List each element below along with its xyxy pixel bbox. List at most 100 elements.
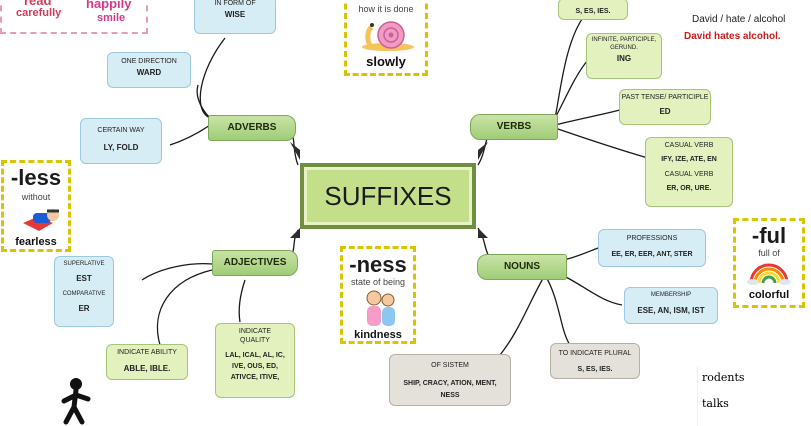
noun-sistem-caption: OF SISTEM <box>431 362 469 369</box>
adjective-able-caption: INDICATE ABILITY <box>117 349 177 356</box>
noun-sistem-value: SHIP, CRACY, ATION, MENT, NESS <box>403 380 497 399</box>
wedge-top-left <box>290 142 300 160</box>
adjective-est-value: EST <box>76 274 92 284</box>
wedge-bottom-left <box>290 228 300 238</box>
adjective-er-value: ER <box>78 303 90 313</box>
adverb-ly-value: LY, FOLD <box>103 143 139 153</box>
word-list: rodents talks <box>697 366 759 426</box>
adverb-box-wise: IN FORM OF WISE <box>194 0 276 34</box>
card-slowly-caption: how it is done <box>358 4 414 14</box>
connector-nouns-sistem <box>499 274 546 356</box>
verb-casual-caption: CASUAL VERB <box>664 142 714 149</box>
connector-verbs-ing <box>554 59 589 119</box>
connector-verbs-ed <box>554 109 621 126</box>
verb-box-casual: CASUAL VERB IFY, IZE, ATE, EN CASUAL VER… <box>645 137 733 207</box>
noun-membership-caption: MEMBERSHIP <box>650 292 692 298</box>
card-ness-suffix: -ness <box>349 252 407 277</box>
verb-ing-caption: INFINITE, PARTICIPLE, GERUND. <box>591 37 657 52</box>
adverb-ward-caption: ONE DIRECTION <box>121 58 177 65</box>
superhero-icon <box>23 209 59 231</box>
adjective-quality-caption: INDICATE QUALITY <box>238 328 272 345</box>
adverb-box-ly: CERTAIN WAY LY, FOLD <box>80 118 162 164</box>
card-read-carefully: read carefully happily smile <box>0 0 148 34</box>
connector-adj-est <box>141 262 213 281</box>
adverb-wise-value: WISE <box>224 10 246 20</box>
connector-adj-able <box>156 269 213 346</box>
card-ness-word: kindness <box>354 329 402 341</box>
noun-box-plural: TO INDICATE PLURAL S, ES, IES. <box>550 343 640 379</box>
connector-nouns-plural <box>544 274 571 346</box>
verb-ed-caption: PAST TENSE/ PARTICIPLE <box>621 94 709 101</box>
card-read-line1: read <box>24 0 52 8</box>
noun-professions-value: EE, ER, EER, ANT, STER <box>611 251 693 259</box>
card-less-word: fearless <box>15 236 57 248</box>
running-figure-icon <box>61 378 91 425</box>
snail-icon <box>362 21 414 51</box>
noun-box-sistem: OF SISTEM SHIP, CRACY, ATION, MENT, NESS <box>389 354 511 406</box>
card-ful: -ful full of colorful <box>733 218 805 308</box>
noun-membership-value: ESE, AN, ISM, IST <box>637 306 705 316</box>
example-sentence: David / hate / alcohol <box>692 14 786 25</box>
adjective-er-caption: COMPARATIVE <box>62 290 106 297</box>
word-list-item-1: talks <box>702 397 729 410</box>
card-ness-meaning: state of being <box>350 277 406 287</box>
branch-adverbs: ADVERBS <box>208 115 296 141</box>
connector-verbs-s <box>554 14 586 119</box>
center-title: SUFFIXES <box>324 181 452 211</box>
wedge-bottom-right <box>478 228 488 238</box>
adverb-wise-caption: IN FORM OF <box>214 0 256 7</box>
card-read-line4: smile <box>97 12 126 24</box>
card-slowly-word: slowly <box>366 54 406 69</box>
card-read-line3: happily <box>86 0 132 11</box>
example-answer: David hates alcohol. <box>684 31 781 42</box>
wedge-top-right <box>478 142 488 160</box>
adjective-est-caption: SUPERLATIVE <box>63 261 105 267</box>
verb-box-s: S, ES, IES. <box>558 0 628 20</box>
noun-plural-caption: TO INDICATE PLURAL <box>558 350 632 357</box>
connector-verbs-casual <box>554 127 649 159</box>
adjective-box-able: INDICATE ABILITY ABLE, IBLE. <box>106 344 188 380</box>
noun-professions-caption: PROFESSIONS <box>626 235 678 242</box>
adverb-ward-value: WARD <box>136 68 162 78</box>
card-slowly: how it is done slowly <box>344 0 428 76</box>
branch-nouns-label: NOUNS <box>503 261 541 272</box>
verb-casual-caption-2: CASUAL VERB <box>664 170 714 178</box>
adverb-ly-caption: CERTAIN WAY <box>97 127 145 134</box>
branch-adjectives: ADJECTIVES <box>212 250 298 276</box>
connector-adj-quality <box>238 279 246 323</box>
adjective-box-quality: INDICATE QUALITY LAL, ICAL, AL, IC, IVE,… <box>215 323 295 398</box>
connector-adverbs-wise <box>199 37 226 119</box>
adjective-box-est: SUPERLATIVE EST COMPARATIVE ER <box>54 256 114 327</box>
connector-adverbs-ward <box>196 84 211 119</box>
card-ful-word: colorful <box>748 289 790 301</box>
center-node-suffixes: SUFFIXES <box>300 163 476 229</box>
card-ful-suffix: -ful <box>751 223 787 248</box>
children-hugging-icon <box>366 290 395 326</box>
noun-box-membership: MEMBERSHIP ESE, AN, ISM, IST <box>624 287 718 324</box>
verb-s-value: S, ES, IES. <box>575 8 611 15</box>
card-less: -less without fearless <box>1 160 71 252</box>
verb-box-ed: PAST TENSE/ PARTICIPLE ED <box>619 89 711 125</box>
verb-casual-value: IFY, IZE, ATE, EN <box>661 156 717 164</box>
verb-box-ing: INFINITE, PARTICIPLE, GERUND. ING <box>586 33 662 79</box>
verb-ing-value: ING <box>616 54 632 64</box>
rainbow-icon <box>747 263 791 285</box>
card-less-meaning: without <box>21 192 51 202</box>
adjective-quality-value: LAL, ICAL, AL, IC, IVE, OUS, ED, ATIVCE,… <box>225 351 285 381</box>
branch-nouns: NOUNS <box>477 254 567 280</box>
noun-plural-value: S, ES, IES. <box>577 366 613 374</box>
branch-adjectives-label: ADJECTIVES <box>223 257 287 268</box>
card-less-suffix: -less <box>10 165 62 190</box>
connector-adverbs-ly <box>169 124 211 146</box>
verb-casual-value-2: ER, OR, URE. <box>666 185 712 193</box>
card-read-line2: carefully <box>16 7 62 19</box>
branch-adverbs-label: ADVERBS <box>227 122 277 133</box>
adverb-box-ward: ONE DIRECTION WARD <box>107 52 191 88</box>
word-list-item-0: rodents <box>702 371 745 384</box>
card-ful-meaning: full of <box>758 248 780 258</box>
adjective-able-value: ABLE, IBLE. <box>123 364 171 374</box>
branch-verbs: VERBS <box>470 114 558 140</box>
card-ness: -ness state of being kindness <box>340 246 416 344</box>
branch-verbs-label: VERBS <box>496 121 532 132</box>
verb-ed-value: ED <box>659 107 671 117</box>
